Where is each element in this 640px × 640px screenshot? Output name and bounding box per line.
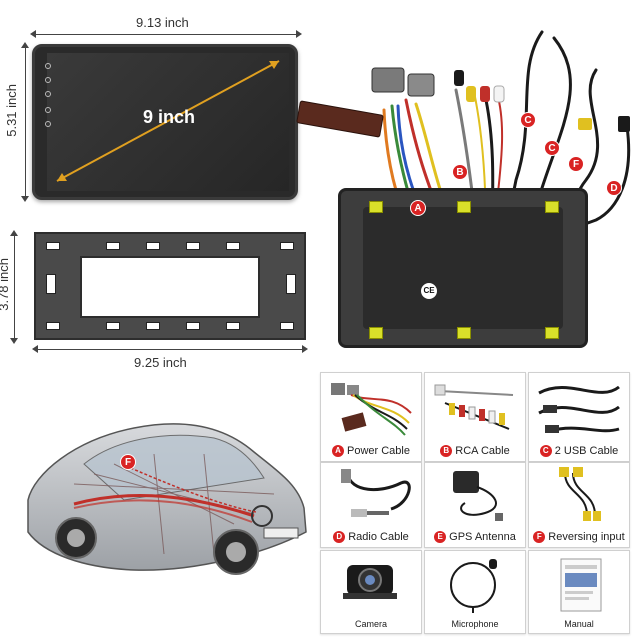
volume-up-icon — [45, 107, 51, 113]
power-cable-icon — [331, 383, 412, 436]
accessory-label: Manual — [564, 619, 594, 629]
car-cutaway-illustration: F — [14, 404, 312, 582]
accessory-microphone: Microphone — [424, 550, 526, 634]
head-unit-screen: 9 inch — [32, 44, 298, 200]
usb-cable-icon — [538, 385, 620, 433]
frame-width-label: 9.25 inch — [134, 355, 187, 370]
accessory-manual: Manual — [528, 550, 630, 634]
reversing-cable-icon — [559, 467, 601, 521]
harness-badge-f: F — [568, 156, 584, 172]
screen-width-label: 9.13 inch — [136, 15, 189, 30]
accessory-label: Microphone — [451, 619, 499, 629]
ce-mark-icon: CE — [421, 283, 437, 299]
radio-cable-icon — [341, 469, 411, 517]
screen-diagonal-label: 9 inch — [143, 107, 196, 127]
harness-badge-a: A — [410, 200, 426, 216]
rca-cable-icon — [434, 384, 514, 430]
accessory-camera: Camera — [320, 550, 422, 634]
mounting-frame — [34, 232, 306, 340]
gps-antenna-icon — [453, 471, 503, 521]
power-button-icon — [45, 63, 51, 69]
diagonal-arrow-icon — [56, 60, 280, 182]
wiring-harness: CE A B C C D F — [296, 30, 636, 352]
accessory-label: Camera — [354, 619, 387, 629]
harness-badge-b: B — [452, 164, 468, 180]
manual-icon — [560, 558, 602, 612]
volume-down-icon — [45, 121, 51, 127]
unit-back-module: CE — [338, 188, 588, 348]
screen-height-label: 5.31 inch — [4, 84, 19, 137]
frame-height-label: 3.78 inch — [0, 258, 11, 311]
harness-badge-d: D — [606, 180, 622, 196]
harness-badge-c1: C — [520, 112, 536, 128]
back-button-icon — [45, 91, 51, 97]
harness-badge-c2: C — [544, 140, 560, 156]
microphone-icon — [450, 559, 497, 613]
module-rear-panel — [363, 207, 563, 329]
camera-icon — [343, 565, 397, 599]
car-icon — [27, 423, 307, 575]
frame-opening — [80, 256, 260, 318]
car-badge-f: F — [120, 454, 136, 470]
home-button-icon — [45, 77, 51, 83]
